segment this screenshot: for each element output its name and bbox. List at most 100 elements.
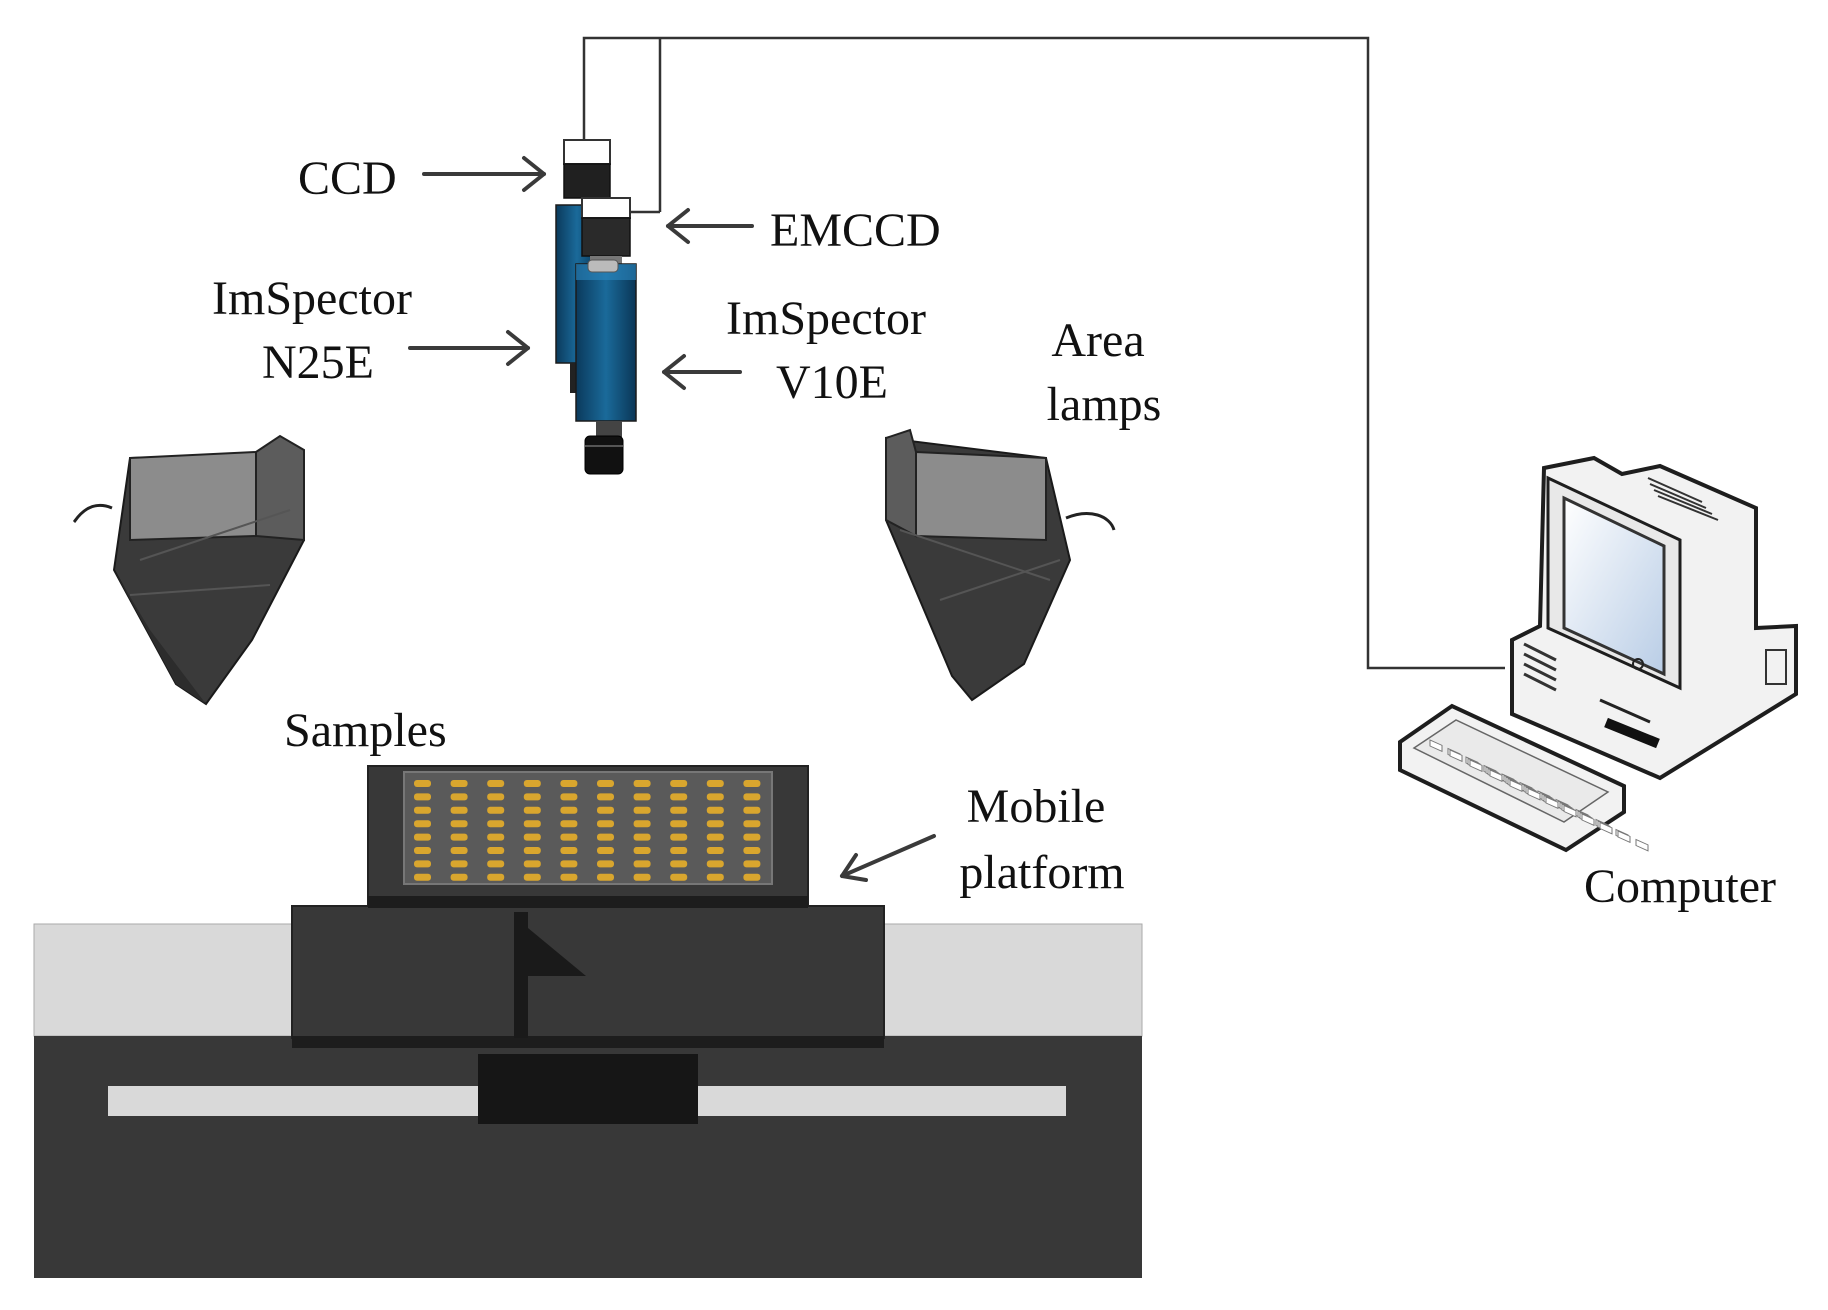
imspector-v10e-line2: V10E: [776, 356, 888, 409]
sample-pellet: [560, 806, 578, 814]
samples-label: Samples: [284, 704, 447, 757]
sample-pellet: [414, 793, 431, 801]
computer-label: Computer: [1584, 860, 1776, 913]
sample-pellet: [450, 873, 468, 881]
sample-pellet: [706, 833, 724, 841]
keyboard-keys: [1429, 739, 1649, 852]
sample-pellet: [633, 793, 651, 801]
label-arrows: [408, 156, 936, 882]
sample-pellet: [414, 847, 431, 854]
sample-pellet: [743, 793, 761, 801]
sample-pellet: [487, 820, 505, 828]
imspector-n25e-line1: ImSpector: [212, 272, 412, 325]
sample-pellet: [523, 820, 541, 828]
sample-pellet: [414, 833, 431, 841]
sample-pellet: [450, 793, 468, 801]
sample-pellet: [597, 847, 614, 854]
sample-pellet: [414, 873, 431, 881]
area-lamps-line2: lamps: [1047, 378, 1162, 431]
sample-pellet: [633, 847, 651, 854]
sample-pellet: [523, 873, 541, 881]
sample-pellet: [633, 780, 651, 787]
area-lamps-label: Area lamps: [1047, 314, 1162, 431]
sample-pellet: [743, 847, 761, 854]
data-cables: [582, 36, 1505, 670]
emccd-label: EMCCD: [770, 204, 941, 257]
sample-pellet: [450, 860, 468, 868]
imspector-v10e-device: [575, 259, 637, 422]
ccd-label: CCD: [298, 152, 397, 205]
lens: [584, 421, 624, 475]
sample-pellet: [560, 780, 578, 787]
keyboard-key: [1509, 779, 1523, 793]
sample-pellet: [670, 806, 688, 814]
sample-pellet: [487, 806, 505, 814]
v10e-arrow: [662, 354, 742, 390]
mobile-platform-line1: Mobile: [967, 780, 1106, 833]
sample-pellet: [487, 793, 505, 801]
sample-pellet: [560, 847, 578, 854]
sample-pellet: [597, 793, 614, 801]
sample-pellet: [450, 806, 468, 814]
n25e-arrow: [408, 330, 530, 366]
sample-pellet: [487, 847, 505, 854]
sample-pellet: [560, 833, 578, 841]
keyboard-key: [1469, 759, 1483, 773]
keyboard-key: [1545, 796, 1559, 810]
mobile-platform-arrow: [840, 834, 936, 882]
sample-pellet: [706, 806, 724, 814]
sample-pellet: [743, 806, 761, 814]
keyboard-key: [1489, 769, 1503, 783]
keyboard-key: [1581, 813, 1595, 827]
sample-pellet: [560, 793, 578, 801]
sample-pellet: [670, 780, 688, 787]
sample-pellet: [414, 806, 431, 814]
sample-pellet: [414, 780, 431, 787]
labels: CCD EMCCD ImSpector N25E ImSpector V10E …: [212, 152, 1776, 913]
sample-pellet: [633, 806, 651, 814]
sample-pellet: [633, 820, 651, 828]
emccd-arrow: [666, 208, 754, 244]
sample-pellet: [633, 833, 651, 841]
sample-pellet: [743, 833, 761, 841]
sample-pellet: [597, 806, 614, 814]
camera-assembly: [555, 139, 637, 475]
sample-pellet: [487, 860, 505, 868]
sample-pellet: [414, 860, 431, 868]
sample-pellet: [706, 793, 724, 801]
sample-pellet: [670, 793, 688, 801]
imspector-v10e-label: ImSpector V10E: [726, 292, 938, 409]
keyboard-key: [1527, 787, 1541, 801]
area-lamps-line1: Area: [1051, 314, 1144, 367]
sample-pellet: [706, 820, 724, 828]
sample-pellet: [450, 780, 468, 787]
sample-pellet: [670, 847, 688, 854]
sample-pellet: [670, 833, 688, 841]
keyboard-key: [1617, 830, 1631, 844]
sample-pellet: [450, 820, 468, 828]
sample-grid: [414, 780, 761, 881]
imspector-v10e-line1: ImSpector: [726, 292, 926, 345]
sample-pellet: [597, 873, 614, 881]
sample-pellet: [706, 847, 724, 854]
keyboard-key: [1599, 821, 1613, 835]
sample-pellet: [743, 780, 761, 787]
sample-tray: [367, 765, 809, 908]
sample-pellet: [450, 833, 468, 841]
ccd-arrow: [422, 156, 546, 192]
mobile-platform-line2: platform: [959, 846, 1124, 899]
keyboard-key: [1563, 804, 1577, 818]
sample-pellet: [523, 780, 541, 787]
sample-pellet: [743, 820, 761, 828]
sample-pellet: [633, 873, 651, 881]
keyboard-key: [1635, 838, 1649, 852]
sample-pellet: [523, 860, 541, 868]
sample-pellet: [487, 780, 505, 787]
sample-pellet: [487, 873, 505, 881]
sample-pellet: [560, 873, 578, 881]
sample-pellet: [670, 873, 688, 881]
sample-pellet: [523, 806, 541, 814]
sample-pellet: [560, 860, 578, 868]
area-lamp-right: [885, 428, 1116, 702]
